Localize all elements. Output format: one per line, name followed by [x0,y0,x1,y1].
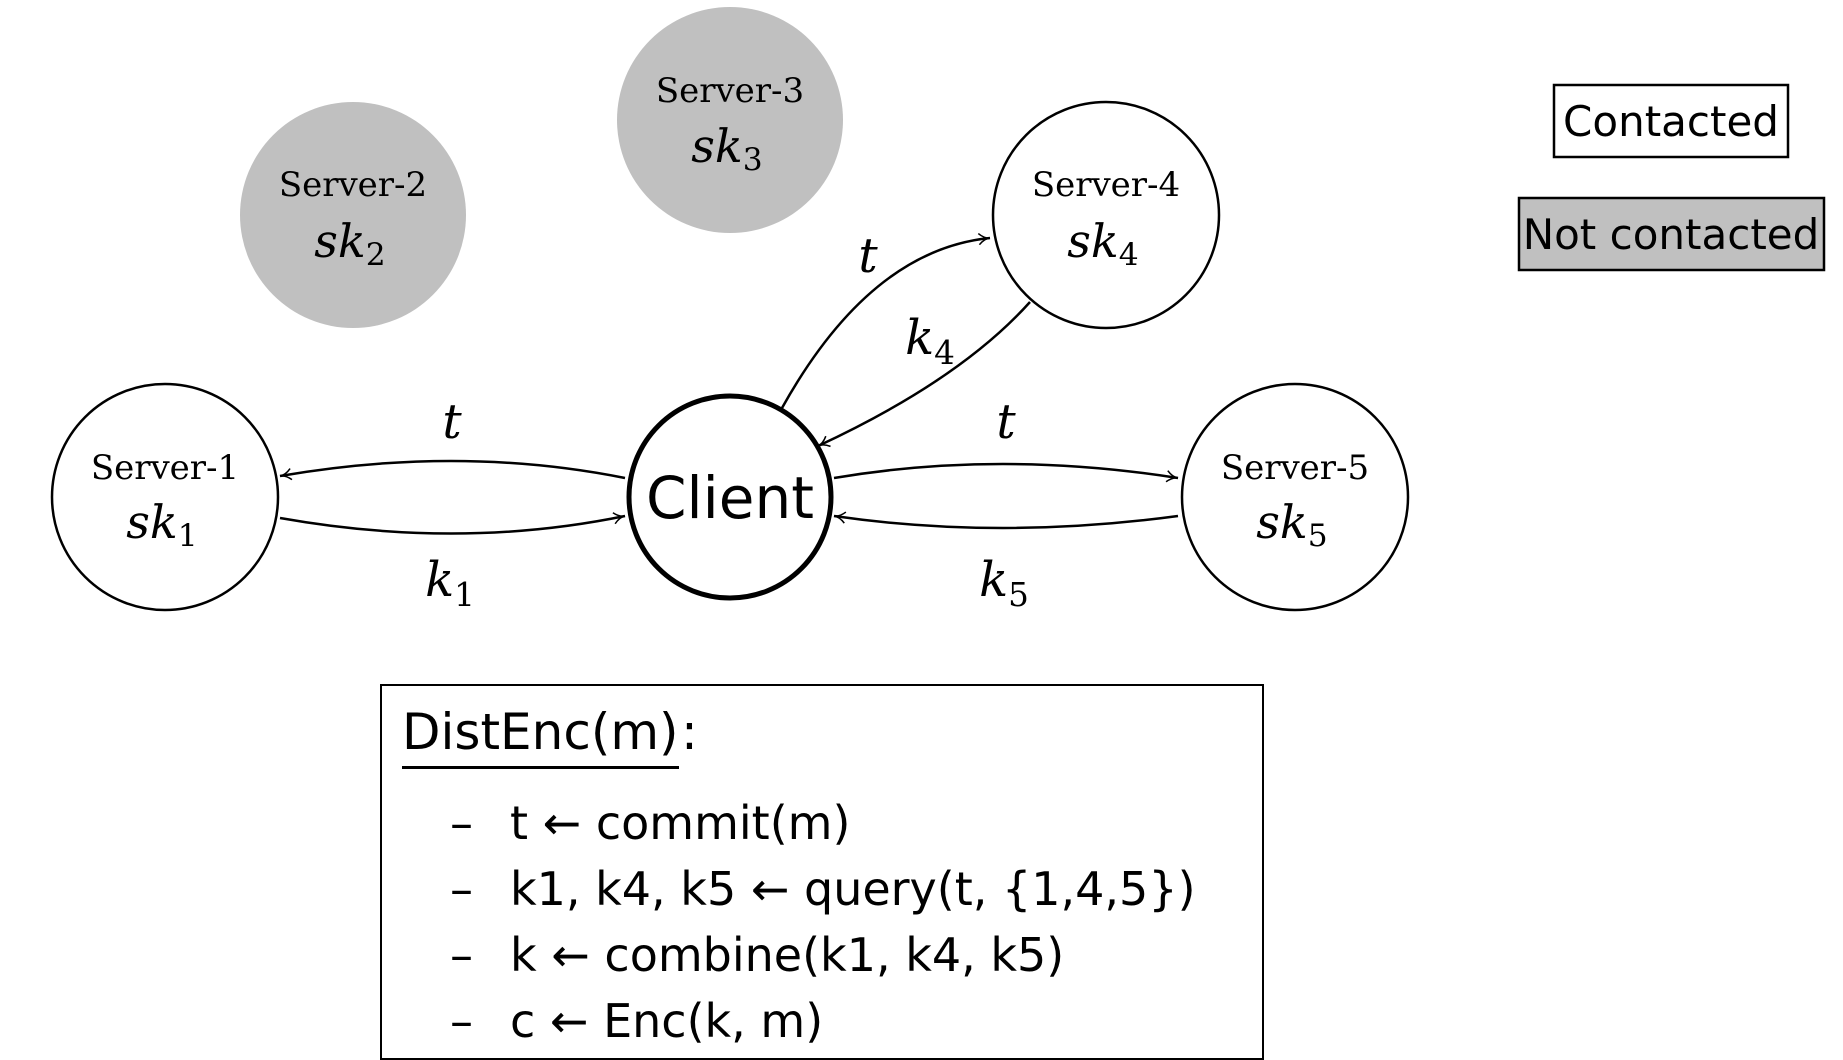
step-text: c ← Enc(k, m) [510,994,824,1048]
algorithm-step: –t ← commit(m) [450,790,1196,856]
server1-label: Server-1 [91,448,239,488]
step-bullet: – [450,928,473,982]
node-server5: Server-5 sk5 [1180,382,1410,612]
edge-client-to-server5 [833,462,1179,483]
node-server2: Server-2 sk2 [240,102,466,328]
server3-label: Server-3 [656,71,804,111]
server4-circle [991,100,1221,330]
legend-not-contacted-label: Not contacted [1523,210,1820,259]
edge-label-t-server5: t [996,394,1016,450]
server4-label: Server-4 [1032,165,1180,205]
node-client: Client [626,393,834,601]
edges [279,232,1179,535]
step-bullet: – [450,994,473,1048]
server2-circle [240,102,466,328]
server4-key: sk4 [1067,214,1138,273]
edge-server4-to-client [817,301,1031,448]
server3-key: sk3 [691,119,762,178]
algorithm-steps: –t ← commit(m) –k1, k4, k5 ← query(t, {1… [450,790,1196,1054]
legend-not-contacted-swatch [1517,196,1826,272]
client-circle [626,393,834,601]
algorithm-title-text: DistEnc(m) [402,703,679,761]
server5-circle [1180,382,1410,612]
node-server3: Server-3 sk3 [617,7,843,233]
edge-server5-to-client [833,511,1179,530]
algorithm-title-colon: : [681,703,698,761]
legend: Contacted Not contacted [1517,83,1826,272]
legend-contacted-label: Contacted [1563,97,1779,146]
server5-key: sk5 [1256,495,1327,554]
server5-label: Server-5 [1221,448,1369,488]
step-bullet: – [450,862,473,916]
edge-label-k4: k4 [905,310,955,372]
edge-label-k5: k5 [979,552,1029,614]
server2-label: Server-2 [279,165,427,205]
algorithm-title: DistEnc(m) [402,702,679,769]
edge-label-t-server4: t [858,228,878,284]
edge-client-to-server4 [780,232,991,409]
edge-labels: t k1 t k4 t k5 [425,228,1029,614]
algorithm-box: DistEnc(m) : –t ← commit(m) –k1, k4, k5 … [380,684,1264,1060]
edge-server1-to-client [279,512,626,535]
edge-label-k1: k1 [425,552,475,614]
algorithm-step: –c ← Enc(k, m) [450,988,1196,1054]
server1-circle [50,382,280,612]
step-text: t ← commit(m) [510,796,851,850]
step-text: k1, k4, k5 ← query(t, {1,4,5}) [510,862,1196,916]
server2-key: sk2 [314,214,385,273]
algorithm-step: –k ← combine(k1, k4, k5) [450,922,1196,988]
algorithm-step: –k1, k4, k5 ← query(t, {1,4,5}) [450,856,1196,922]
server3-circle [617,7,843,233]
edge-client-to-server1 [279,459,626,481]
step-text: k ← combine(k1, k4, k5) [510,928,1065,982]
node-server4: Server-4 sk4 [991,100,1221,330]
step-bullet: – [450,796,473,850]
client-label: Client [646,464,814,532]
legend-contacted-swatch [1552,83,1790,159]
server1-key: sk1 [126,495,197,554]
edge-label-t-server1: t [442,394,462,450]
node-server1: Server-1 sk1 [50,382,280,612]
